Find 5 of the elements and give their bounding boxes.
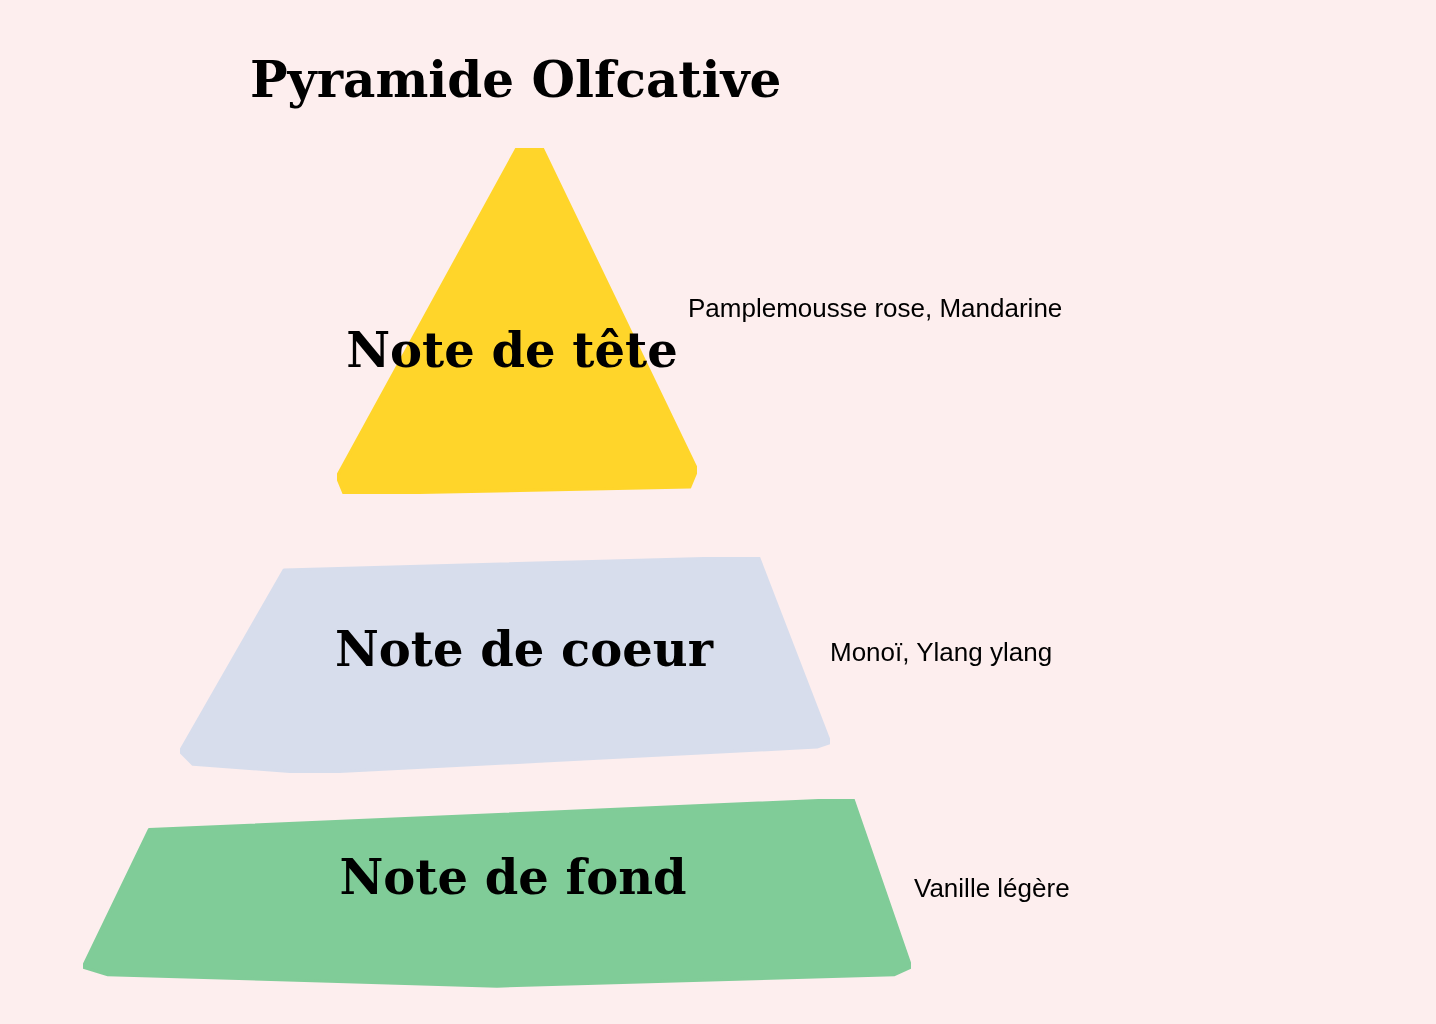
ingredient-text: Monoï, Ylang ylang — [830, 636, 1053, 668]
layer-title: Note de coeur — [334, 621, 714, 677]
layer-title: Note de fond — [339, 849, 687, 905]
ingredient-text: Pamplemousse rose, Mandarine — [688, 292, 1063, 324]
ingredient-text: Vanille légère — [914, 872, 1070, 904]
